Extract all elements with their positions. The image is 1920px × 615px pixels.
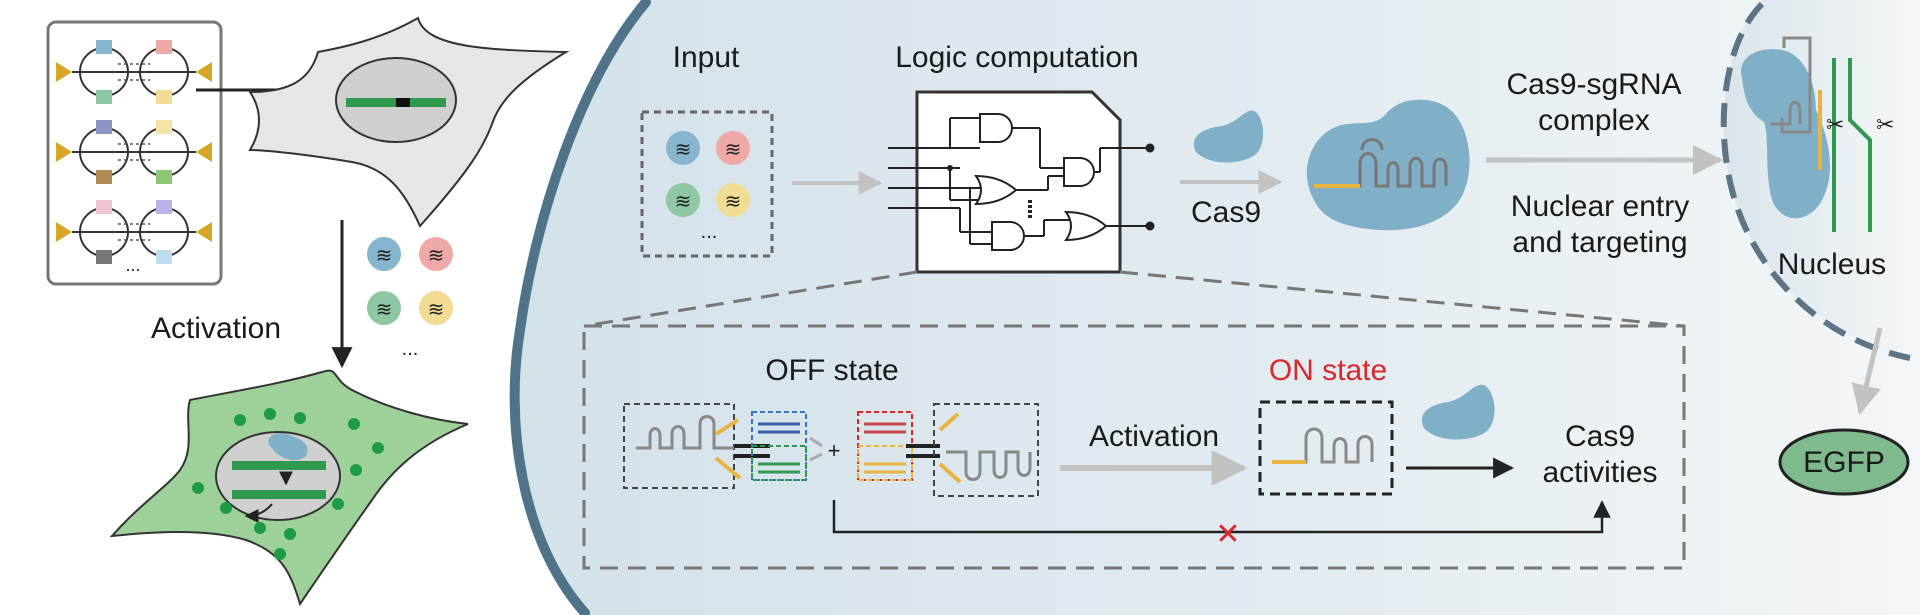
cell-membrane-arc (509, 0, 651, 615)
complex-label-line1: Cas9-sgRNA (1506, 68, 1681, 101)
rna-ellipsis-left: ... (402, 338, 419, 360)
rna-molecule-icon: ≋ (675, 191, 692, 213)
scissors-icon: ✂ (1876, 112, 1894, 137)
complex-label-line2: complex (1538, 104, 1650, 137)
nuclear-entry-line2: and targeting (1512, 226, 1687, 259)
cas9-protein-icon (1421, 384, 1495, 440)
on-state-components (857, 403, 1039, 497)
rna-molecule-icon: ≋ (675, 139, 692, 161)
input-label: Input (673, 41, 740, 74)
rna-molecule-icon: ≋ (428, 299, 445, 321)
activation-label-inner: Activation (1089, 420, 1219, 453)
off-state-complex (623, 403, 823, 489)
cas9-activities-line1: Cas9 (1565, 420, 1635, 453)
scissors-icon: ✂ (1826, 112, 1844, 137)
host-cell-activated (109, 369, 469, 607)
cytoplasm-panel (514, 0, 1920, 615)
cas9-activities-line2: activities (1542, 456, 1657, 489)
rna-molecule-icon: ≋ (428, 245, 445, 267)
logic-computation-label: Logic computation (895, 41, 1139, 74)
nuclear-entry-line1: Nuclear entry (1511, 190, 1689, 223)
off-state-label: OFF state (765, 354, 898, 387)
circuit-library-box: ... (46, 20, 223, 286)
on-state-label: ON state (1269, 354, 1387, 387)
nucleus-label: Nucleus (1778, 248, 1886, 281)
egfp-product (1778, 428, 1910, 496)
circuit-ellipsis: ... (125, 255, 140, 275)
cas9-label: Cas9 (1191, 196, 1261, 229)
logic-gate-chip-icon (888, 90, 1155, 274)
rna-molecule-icon: ≋ (725, 191, 742, 213)
plus-sign: + (828, 438, 841, 463)
on-state-box (1258, 400, 1394, 496)
sgrna-structure-icon (1272, 427, 1374, 464)
input-box: ≋ ≋ ≋ ≋ ... (640, 110, 774, 258)
rna-molecule-icon: ≋ (376, 299, 393, 321)
cas9-protein-icon (268, 433, 308, 461)
cas9-protein-icon (1193, 110, 1264, 163)
blocked-path (832, 500, 1611, 534)
host-cell-inactive (248, 16, 570, 228)
mechanism-detail-box (582, 324, 1686, 570)
input-ellipsis: ... (701, 221, 718, 243)
rna-molecule-icon: ≋ (725, 139, 742, 161)
dna-circuit-icon (56, 40, 212, 264)
activation-label-left: Activation (151, 312, 281, 345)
blocked-x-icon: ✕ (1215, 518, 1240, 551)
cas9-sgrna-complex (1306, 99, 1470, 231)
sgrna-structure-icon (1314, 152, 1448, 188)
rna-molecule-icon: ≋ (376, 245, 393, 267)
rna-input-set-left: ≋ ≋ ≋ ≋ ... (367, 237, 453, 360)
egfp-label: EGFP (1803, 446, 1885, 479)
nucleus: ✂ ✂ (1720, 0, 1920, 361)
